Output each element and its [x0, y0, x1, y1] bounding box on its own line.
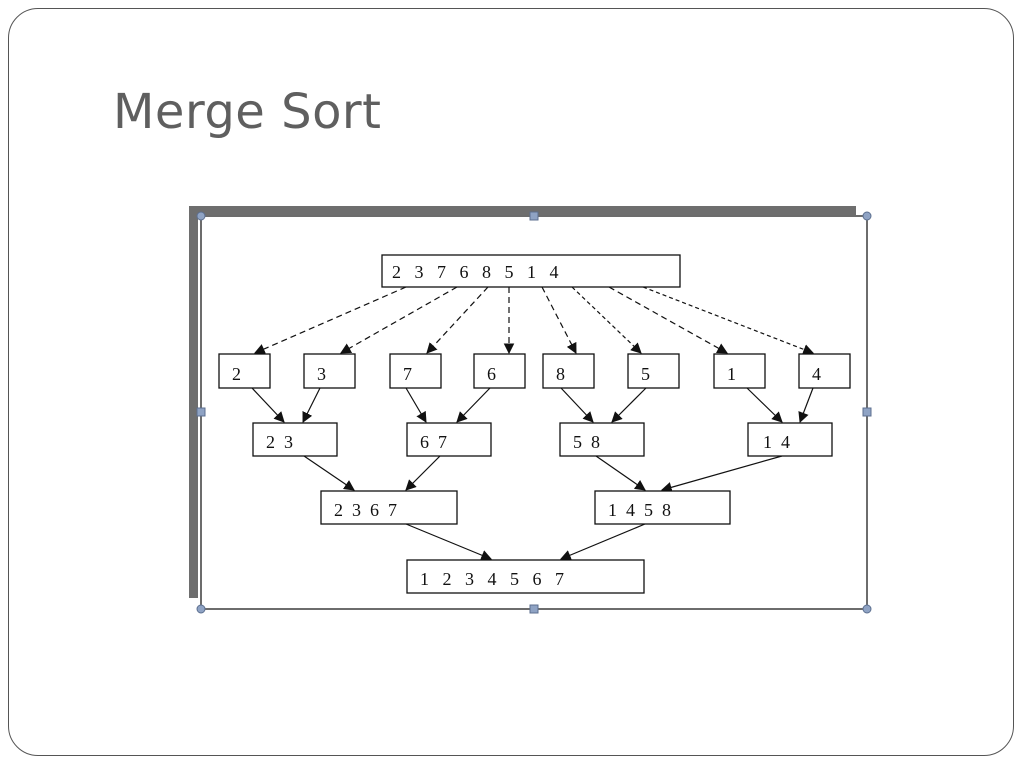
node-label: 8: [556, 364, 565, 384]
node-label: 3: [317, 364, 326, 384]
node-label: 7: [403, 364, 412, 384]
split-edge: [571, 286, 642, 354]
node-label: 1 4 5 8: [608, 500, 671, 520]
merge-edge: [405, 455, 441, 491]
node-box: [559, 422, 645, 457]
node-label: 1 2 3 4 5 6 7: [420, 569, 564, 589]
merge-edge: [746, 387, 783, 423]
node-box: [381, 254, 681, 288]
node-label: 2 3 7 6 8 5 1 4: [392, 262, 559, 282]
split-node: 7: [389, 353, 442, 389]
merged-pair-node: 5 8: [559, 422, 645, 457]
selection-handles[interactable]: [196, 211, 872, 614]
merge-edge: [660, 455, 783, 493]
resize-handle-bottom[interactable]: [529, 604, 539, 614]
split-edge: [426, 286, 489, 354]
resize-handle-right[interactable]: [862, 407, 872, 417]
merge-edge: [595, 455, 646, 491]
resize-handle-top-left[interactable]: [196, 211, 206, 221]
merge-edge: [611, 387, 647, 423]
node-label: 6 7: [420, 432, 447, 452]
merged-pair-node: 2 3: [252, 422, 338, 457]
merge-edge: [560, 387, 594, 423]
node-box: [303, 353, 356, 389]
merge-edge: [456, 387, 491, 423]
node-box: [713, 353, 766, 389]
resize-handle-bottom-right[interactable]: [862, 604, 872, 614]
node-label: 1: [727, 364, 736, 384]
node-label: 1 4: [763, 432, 790, 452]
node-label: 2: [232, 364, 241, 384]
edges: [251, 286, 815, 561]
split-node: 8: [542, 353, 595, 389]
node-box: [389, 353, 442, 389]
split-edge: [340, 286, 458, 354]
merge-edge: [251, 387, 285, 423]
node-box: [473, 353, 526, 389]
resize-handle-left[interactable]: [196, 407, 206, 417]
node-box: [542, 353, 595, 389]
merge-edge: [405, 387, 427, 423]
node-label: 5 8: [573, 432, 600, 452]
merge-edge: [303, 455, 355, 491]
split-node: 4: [798, 353, 851, 389]
node-box: [252, 422, 338, 457]
input-array-node: 2 3 7 6 8 5 1 4: [381, 254, 681, 288]
node-box: [747, 422, 833, 457]
node-box: [406, 422, 492, 457]
node-label: 6: [487, 364, 496, 384]
split-node: 2: [218, 353, 271, 389]
split-edge: [541, 286, 577, 354]
nodes: 2 3 7 6 8 5 1 4 2 3 7 6 8 5: [218, 254, 851, 594]
node-box: [320, 490, 458, 525]
image-shadow-top: [189, 206, 856, 215]
merge-edge: [560, 523, 646, 561]
merge-edge: [405, 523, 492, 561]
node-box: [406, 559, 645, 594]
node-box: [594, 490, 731, 525]
image-shadow-left: [189, 206, 198, 598]
resize-handle-top-right[interactable]: [862, 211, 872, 221]
sorted-array-node: 1 2 3 4 5 6 7: [406, 559, 645, 594]
merged-pair-node: 6 7: [406, 422, 492, 457]
merge-edge: [302, 387, 321, 423]
split-edge: [642, 286, 815, 355]
resize-handle-bottom-left[interactable]: [196, 604, 206, 614]
node-box: [798, 353, 851, 389]
node-label: 5: [641, 364, 650, 384]
split-node: 1: [713, 353, 766, 389]
split-node: 3: [303, 353, 356, 389]
split-edge: [254, 286, 407, 355]
resize-handle-top[interactable]: [529, 211, 539, 221]
merged-quad-node: 1 4 5 8: [594, 490, 731, 525]
split-edge: [608, 286, 728, 354]
merged-quad-node: 2 3 6 7: [320, 490, 458, 525]
merged-pair-node: 1 4: [747, 422, 833, 457]
node-label: 2 3 6 7: [334, 500, 397, 520]
node-box: [218, 353, 271, 389]
slide-title: Merge Sort: [113, 84, 382, 140]
node-box: [627, 353, 680, 389]
node-label: 2 3: [266, 432, 293, 452]
split-node: 5: [627, 353, 680, 389]
merge-edge: [798, 387, 814, 424]
node-label: 4: [812, 364, 821, 384]
split-node: 6: [473, 353, 526, 389]
